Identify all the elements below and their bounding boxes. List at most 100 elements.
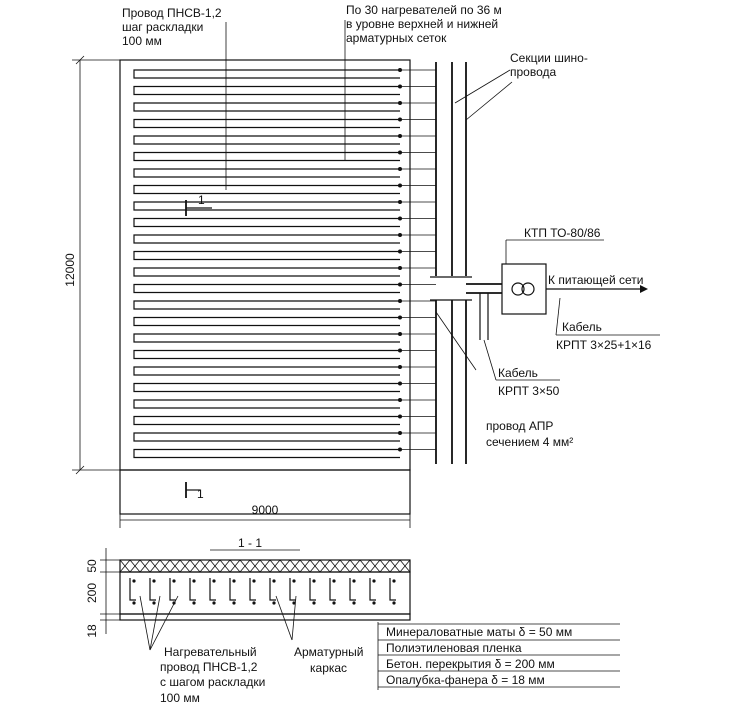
cable-main-label-2: КРПТ 3×25+1×16 — [556, 338, 652, 352]
cable-main-label-1: Кабель — [562, 320, 602, 334]
heating-wire-dot — [132, 601, 136, 605]
dim-height: 12000 — [63, 253, 77, 287]
heating-wire-dot — [152, 601, 156, 605]
heaters-label-2: в уровне верхней и нижней — [346, 17, 498, 31]
rebar-stirrup — [389, 578, 396, 601]
insulation-hatch — [179, 559, 191, 573]
heater-loop — [133, 300, 400, 310]
rebar-label-1: Арматурный — [294, 645, 363, 659]
section-mark-bottom: 1 — [197, 487, 204, 501]
heating-wire-label-2: провод ПНСВ-1,2 — [160, 660, 258, 674]
heating-wire-dot — [252, 601, 256, 605]
heating-wire-dot — [212, 601, 216, 605]
ktp-transformer — [501, 263, 547, 315]
busbar-label-2: провода — [510, 65, 556, 79]
heater-loop — [133, 217, 400, 228]
rebar-stirrup — [209, 578, 216, 601]
section-marks — [185, 200, 212, 498]
insulation-hatch — [329, 559, 341, 573]
heating-wire-dot — [372, 601, 376, 605]
heating-wire-dot — [292, 601, 296, 605]
heater-loop — [133, 234, 400, 244]
heater-loop — [133, 366, 400, 376]
insulation-hatch — [319, 559, 331, 573]
heating-wire-dot — [352, 579, 356, 583]
rebar-stirrup — [289, 578, 296, 601]
heater-loop — [133, 201, 400, 211]
heater-loop — [133, 184, 400, 195]
insulation-hatch — [169, 559, 181, 573]
section-title: 1 - 1 — [238, 536, 262, 550]
heating-wire-dot — [272, 601, 276, 605]
insulation-hatch — [269, 559, 281, 573]
slab-lower-strip — [119, 469, 411, 515]
wire-label-3: 100 мм — [122, 34, 162, 48]
heater-loop — [133, 69, 400, 79]
heating-wire-dot — [232, 601, 236, 605]
heating-wire-label-1: Нагревательный — [164, 645, 257, 659]
heating-wire-dot — [372, 579, 376, 583]
heating-wire-dot — [292, 579, 296, 583]
insulation-hatch — [389, 559, 401, 573]
apr-label-1: провод АПР — [486, 419, 553, 433]
busbar-sections — [430, 62, 472, 464]
section-mark-top: 1 — [198, 193, 205, 207]
heater-loop — [133, 250, 400, 261]
rebar-stirrup — [169, 578, 176, 601]
layer-2: Полиэтиленовая пленка — [386, 641, 522, 655]
heater-loop — [133, 432, 400, 442]
insulation-hatch — [359, 559, 371, 573]
section-leaders — [139, 595, 620, 690]
insulation-hatch — [149, 559, 161, 573]
wire-label-2: шаг раскладки — [122, 20, 203, 34]
insulation-hatch — [289, 559, 301, 573]
heating-wire-dot — [252, 579, 256, 583]
heating-wire-dot — [232, 579, 236, 583]
dim-50: 50 — [85, 559, 99, 573]
insulation-hatch — [129, 559, 141, 573]
heating-wire-label-3: с шагом раскладки — [160, 675, 265, 689]
insulation-hatch — [399, 559, 411, 573]
insulation-hatch — [379, 559, 391, 573]
dimension-lines — [72, 55, 411, 528]
cable-local-label-2: КРПТ 3×50 — [498, 384, 560, 398]
heater-loop — [133, 118, 400, 129]
heaters-label-3: арматурных сеток — [346, 31, 447, 45]
leader-lines — [225, 20, 660, 381]
insulation-hatch — [339, 559, 351, 573]
heaters-label-1: По 30 нагревателей по 36 м — [346, 3, 502, 17]
heater-loop — [133, 283, 400, 294]
rebar-stirrup — [369, 578, 376, 601]
heating-wire-dot — [392, 601, 396, 605]
heating-wire-dot — [192, 579, 196, 583]
heater-loop — [133, 168, 400, 178]
insulation-hatch — [199, 559, 211, 573]
cable-connections — [466, 283, 648, 340]
heating-wire-dot — [352, 601, 356, 605]
rebar-stirrup — [149, 578, 156, 601]
heating-wire-dot — [212, 579, 216, 583]
heating-wire-label-4: 100 мм — [160, 691, 200, 705]
ktp-label: КТП ТО-80/86 — [524, 226, 601, 240]
insulation-hatch — [369, 559, 381, 573]
layer-4: Опалубка-фанера δ = 18 мм — [386, 673, 545, 687]
heater-loop — [133, 333, 400, 343]
rebar-stirrup — [309, 578, 316, 601]
heater-loop — [133, 316, 400, 327]
heater-loop — [133, 399, 400, 409]
insulation-hatch — [349, 559, 361, 573]
dim-18: 18 — [85, 624, 99, 638]
heater-loop — [133, 267, 400, 277]
heater-loop — [133, 382, 400, 393]
insulation-hatch — [189, 559, 201, 573]
heating-wire-dot — [392, 579, 396, 583]
insulation-hatch — [219, 559, 231, 573]
rebar-stirrup — [329, 578, 336, 601]
heating-wire-dot — [192, 601, 196, 605]
heater-loop — [133, 102, 400, 112]
wire-label-1: Провод ПНСВ-1,2 — [122, 6, 222, 20]
heater-loop — [133, 85, 400, 96]
heating-wire-dot — [172, 579, 176, 583]
dim-width: 9000 — [252, 503, 279, 517]
busbar-label-1: Секции шино- — [510, 51, 588, 65]
